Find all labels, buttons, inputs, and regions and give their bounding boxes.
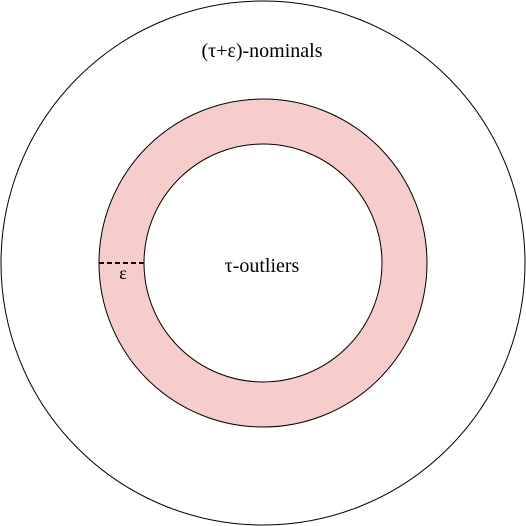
epsilon-label: ε [119,263,127,283]
inner-region-label: τ-outliers [225,255,300,277]
outer-region-label: (τ+ε)-nominals [201,40,322,62]
